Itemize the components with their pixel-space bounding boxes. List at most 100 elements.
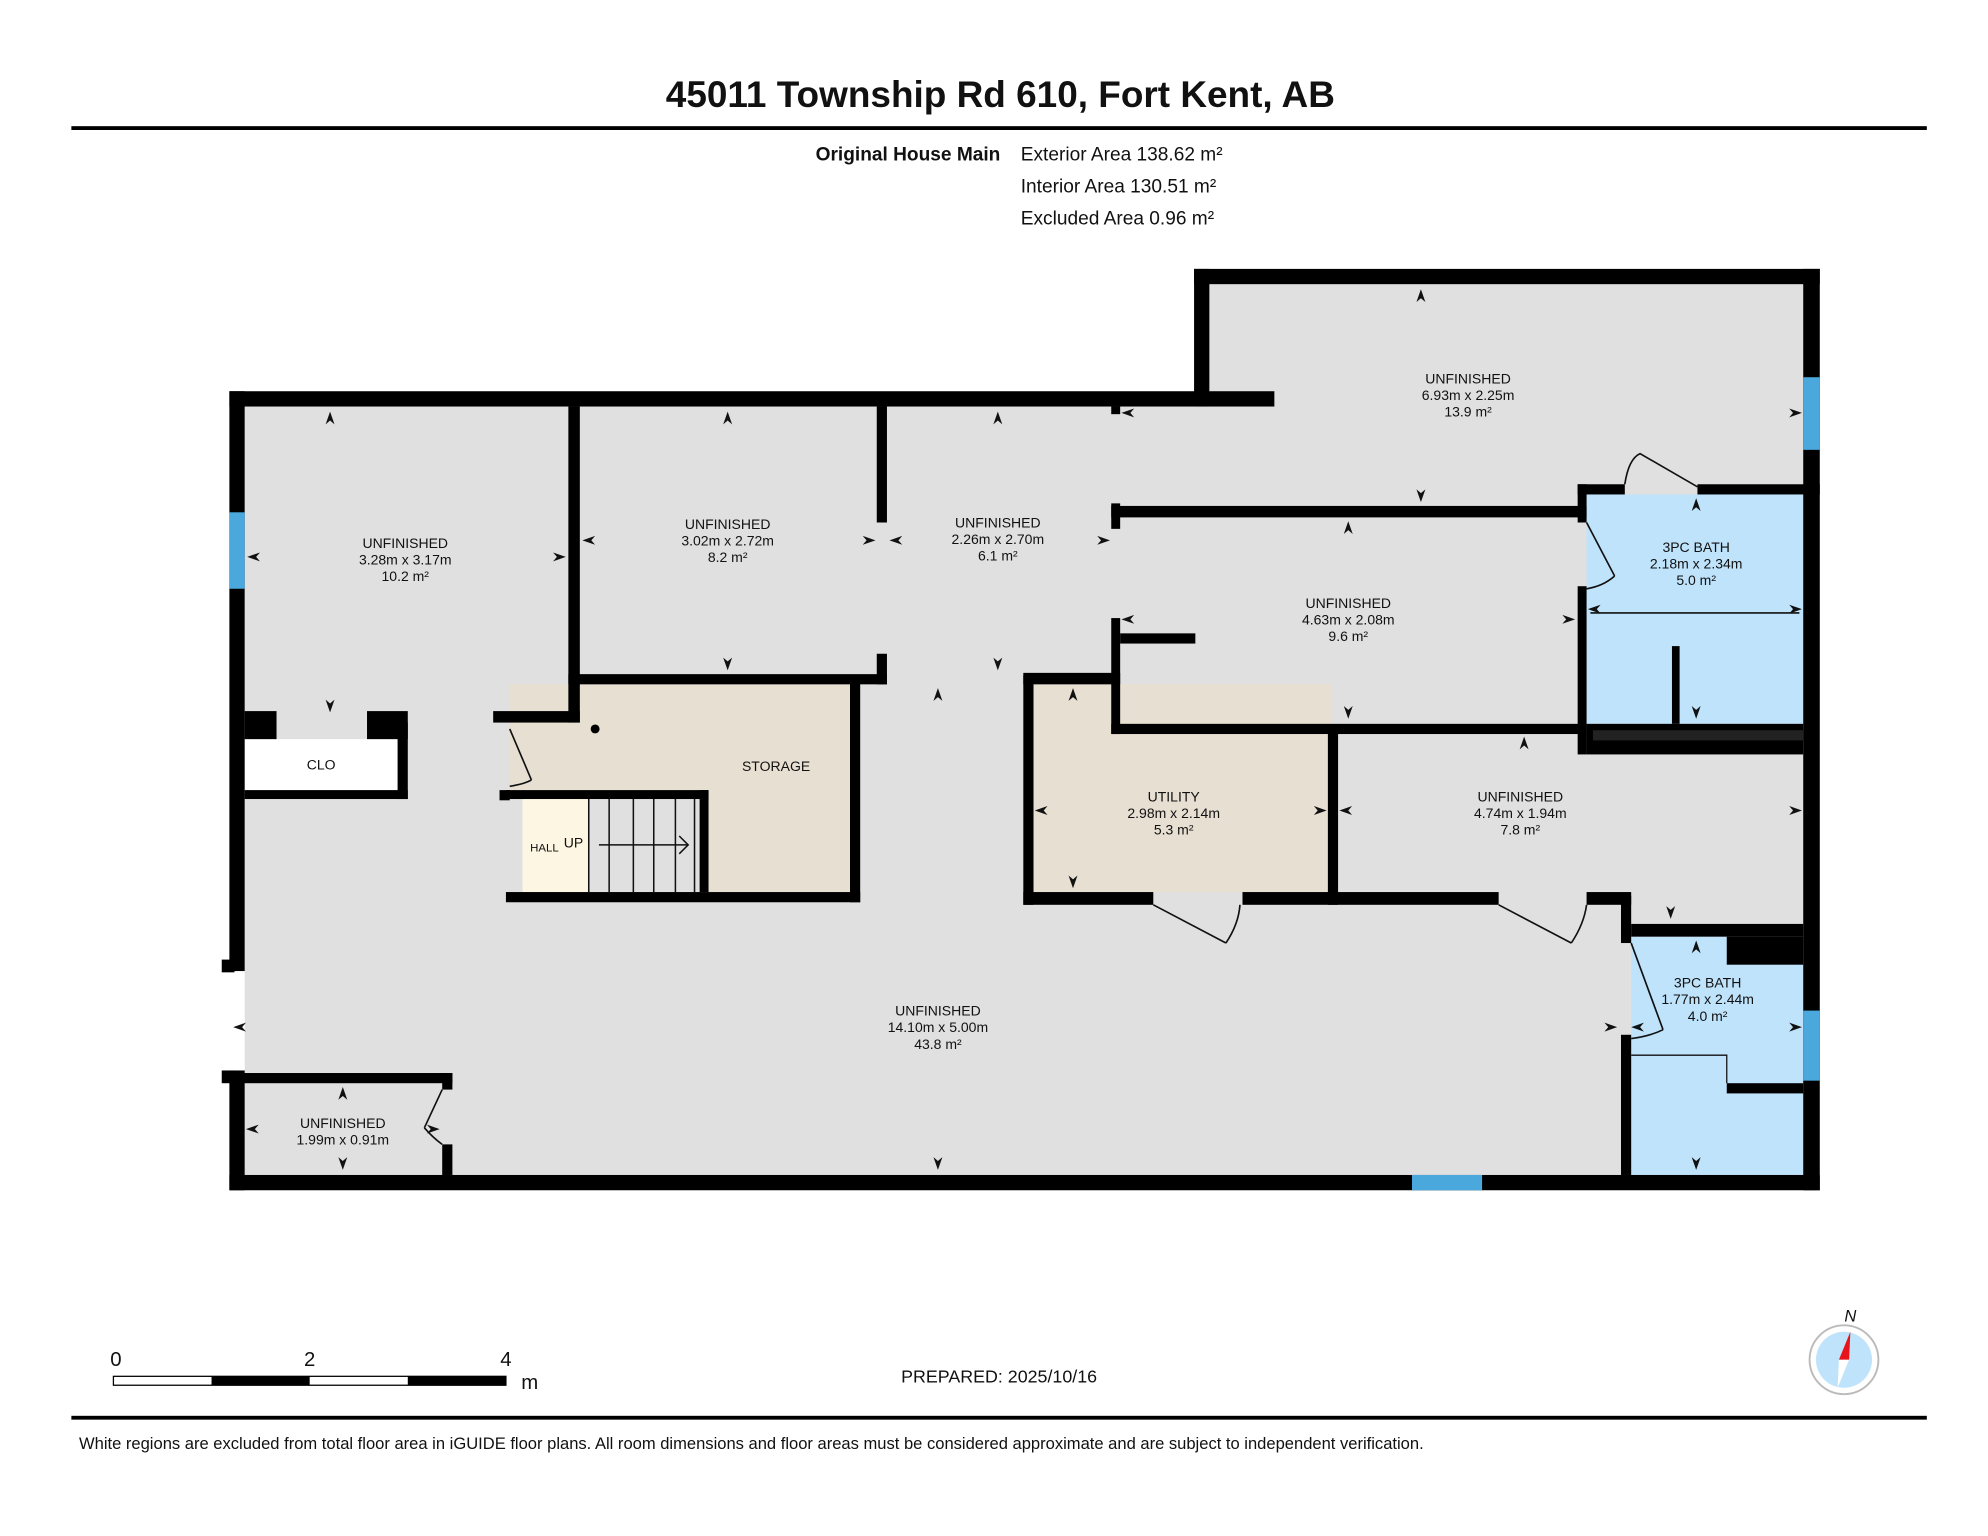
svg-text:6.1 m²: 6.1 m²: [978, 548, 1018, 564]
svg-text:2.98m x 2.14m: 2.98m x 2.14m: [1127, 805, 1220, 821]
dimension-arrow-icon: [1604, 1022, 1618, 1032]
windows: [229, 377, 1820, 1191]
svg-text:13.9 m²: 13.9 m²: [1444, 404, 1492, 420]
scale-label-0: 0: [110, 1349, 121, 1371]
scale-label-4: 4: [500, 1349, 511, 1371]
dimension-arrow-icon: [1339, 806, 1353, 815]
door-swing: [1498, 904, 1588, 944]
svg-text:UNFINISHED: UNFINISHED: [300, 1115, 386, 1131]
dimension-arrow-icon: [1631, 1022, 1644, 1032]
scale-label-2: 2: [304, 1349, 315, 1371]
svg-text:3.02m x 2.72m: 3.02m x 2.72m: [681, 532, 774, 548]
fixture-line: [1631, 1054, 1728, 1084]
dimension-arrow-icon: [1691, 1157, 1701, 1170]
exterior-area: Exterior Area 138.62 m²: [1021, 145, 1223, 166]
dimension-arrow-icon: [245, 1124, 259, 1134]
svg-text:UNFINISHED: UNFINISHED: [1478, 789, 1564, 805]
dimension-arrow-icon: [325, 411, 335, 425]
dimension-arrow-icon: [1691, 498, 1701, 512]
svg-text:6.93m x 2.25m: 6.93m x 2.25m: [1422, 387, 1515, 403]
dimension-arrow-icon: [1068, 688, 1078, 701]
dimension-arrow-icon: [889, 535, 903, 545]
svg-text:UTILITY: UTILITY: [1148, 789, 1201, 805]
dimension-arrow-icon: [1068, 875, 1078, 889]
dimension-arrow-icon: [233, 1022, 246, 1032]
page-title: 45011 Township Rd 610, Fort Kent, AB: [666, 74, 1335, 115]
doors: [423, 452, 1698, 1146]
title-divider: [71, 126, 1927, 130]
prepared-date: PREPARED: 2025/10/16: [901, 1367, 1097, 1387]
disclaimer: White regions are excluded from total fl…: [79, 1434, 1424, 1453]
dimension-arrow-icon: [1666, 906, 1676, 919]
svg-text:4.63m x 2.08m: 4.63m x 2.08m: [1302, 611, 1395, 627]
dimension-arrow-icon: [1034, 806, 1048, 815]
dimension-arrow-icon: [338, 1087, 348, 1100]
door-swing: [423, 1089, 443, 1146]
dimension-arrow-icon: [1587, 604, 1601, 614]
svg-text:4.0 m²: 4.0 m²: [1688, 1008, 1728, 1024]
dimension-arrow-icon: [325, 699, 335, 713]
svg-text:5.3 m²: 5.3 m²: [1154, 822, 1194, 838]
window: [229, 512, 245, 589]
window: [1411, 1174, 1483, 1191]
dimension-arrow-icon: [1519, 736, 1529, 750]
svg-text:UNFINISHED: UNFINISHED: [895, 1003, 981, 1019]
utility-area: [1033, 684, 1332, 893]
svg-text:2.18m x 2.34m: 2.18m x 2.34m: [1650, 555, 1743, 571]
room-hall: HALL: [530, 842, 559, 854]
dimension-arrow-icon: [1691, 706, 1701, 719]
dimension-arrow-icon: [1562, 614, 1576, 624]
floor-drain-icon: [590, 724, 600, 734]
stairs-up-label: UP: [564, 834, 583, 850]
dimension-arrow-icon: [862, 535, 876, 545]
hall-area: [522, 799, 589, 893]
storage-area: [509, 684, 850, 893]
scale-bar: 0 2 4 m: [110, 1349, 538, 1394]
stairs: UP: [564, 799, 696, 893]
dimension-arrow-icon: [553, 552, 566, 562]
svg-text:10.2 m²: 10.2 m²: [382, 568, 430, 584]
dimension-arrow-icon: [993, 657, 1003, 671]
dimension-arrow-icon: [1789, 604, 1802, 614]
svg-text:1.77m x 2.44m: 1.77m x 2.44m: [1661, 991, 1754, 1007]
door-swing: [508, 728, 533, 788]
svg-text:UNFINISHED: UNFINISHED: [362, 535, 448, 551]
svg-text:UNFINISHED: UNFINISHED: [1305, 595, 1391, 611]
svg-text:UNFINISHED: UNFINISHED: [685, 516, 771, 532]
svg-text:3.28m x 3.17m: 3.28m x 3.17m: [359, 552, 452, 568]
door-swing: [1152, 904, 1241, 944]
svg-text:4.74m x 1.94m: 4.74m x 1.94m: [1474, 805, 1567, 821]
dimension-arrow-icon: [1121, 614, 1135, 624]
room-storage: STORAGE: [742, 758, 810, 774]
dimension-arrow-icon: [1789, 1022, 1802, 1032]
compass-north-label: N: [1844, 1307, 1856, 1326]
svg-text:3PC BATH: 3PC BATH: [1662, 539, 1729, 555]
dimension-arrow-icon: [1097, 535, 1110, 545]
dimension-arrow-icon: [1416, 489, 1426, 503]
svg-text:UNFINISHED: UNFINISHED: [1425, 371, 1511, 387]
svg-text:3PC BATH: 3PC BATH: [1674, 975, 1741, 991]
window: [1803, 377, 1820, 450]
window: [1803, 1010, 1820, 1081]
dimension-arrow-icon: [1121, 408, 1135, 418]
dimension-arrow-icon: [1343, 521, 1353, 534]
dimension-arrow-icon: [933, 1157, 943, 1170]
dimension-arrow-icon: [933, 688, 943, 701]
room-closet: CLO: [307, 757, 336, 773]
excluded-area: Excluded Area 0.96 m²: [1021, 208, 1214, 229]
svg-text:9.6 m²: 9.6 m²: [1328, 628, 1368, 644]
dimension-arrow-icon: [723, 657, 733, 671]
dimension-arrow-icon: [247, 552, 260, 562]
door-swing: [1623, 452, 1698, 488]
door-swing: [1585, 522, 1616, 590]
